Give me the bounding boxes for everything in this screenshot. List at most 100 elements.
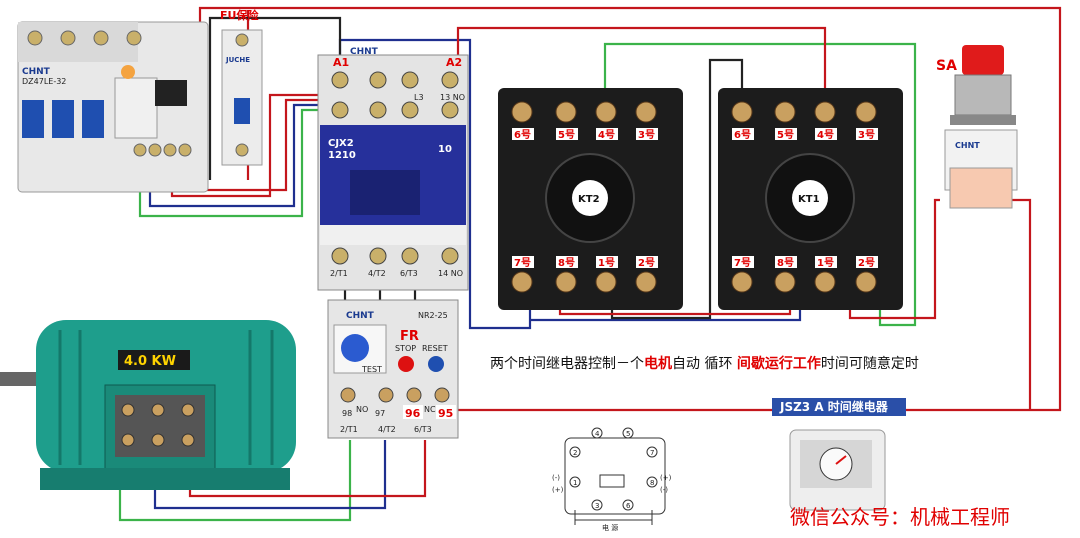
watermark: 微信公众号：机械工程师 [790,505,1010,529]
kt1-term-5: 5号 [777,129,794,141]
switch-label: SA [936,58,957,74]
kt2-term-5: 5号 [558,129,575,141]
breaker-brand: CHNT [22,67,51,77]
contactor-13no: 13 NO [440,93,465,102]
switch-brand: CHNT [955,141,980,150]
pin-side-2: (+) [552,486,564,494]
contactor-model-line2: 1210 [328,150,356,161]
fuse-breaker: JUCHE FU保险 [220,8,263,166]
kt2-term-6: 6号 [514,129,531,141]
overload-terminal-4t2: 4/T2 [378,425,396,434]
kt1-label: KT1 [798,194,820,205]
pin-side-4: (-) [660,486,668,494]
caption-part-4: 间歇运行工作 [737,355,821,372]
wire-dark-a2 [456,26,827,100]
caption-part-5: 时间可随意定时 [821,355,919,372]
pin-side-3: (+) [660,474,672,482]
timer-model-badge: JSZ3 A 时间继电器 [772,398,906,416]
overload-no: NO [356,405,368,414]
wires [118,6,1062,522]
kt1-term-1: 1号 [817,257,834,269]
timer-kt2: 6号 5号 4号 3号 7号 8号 1号 2号 KT2 [498,88,683,310]
overload-97: 97 [375,409,385,418]
selector-switch: SA CHNT [936,45,1018,209]
pin-6: 6 [626,502,631,510]
motor-power: 4.0 KW [124,354,176,369]
kt1-term-7: 7号 [734,257,751,269]
kt2-term-7: 7号 [514,257,531,269]
wire-dark-sw2 [848,198,940,320]
contactor: CHNT A1 A2 L3 13 NO CJX2 1210 10 2/T1 4/… [317,47,469,291]
caption-part-2: 电机 [644,355,672,372]
overload-98: 98 [342,409,352,418]
kt2-term-3: 3号 [638,129,655,141]
breaker-model: DZ47LE-32 [22,77,66,86]
contactor-10: 10 [438,144,452,155]
switch-knob[interactable] [962,45,1004,75]
overload-terminal-6t3: 6/T3 [414,425,432,434]
overload-reset-button[interactable] [428,356,444,372]
kt1-term-2: 2号 [858,257,875,269]
contactor-terminal-6t3: 6/T3 [400,269,418,278]
kt1-term-8: 8号 [777,257,794,269]
breaker-toggles[interactable] [22,100,104,138]
overload-fr: FR [400,329,419,344]
pin-2: 2 [573,449,577,457]
small-breaker-brand: JUCHE [225,56,250,64]
pin-7: 7 [650,449,654,457]
kt1-term-4: 4号 [817,129,834,141]
overload-terminal-2t1: 2/T1 [340,425,358,434]
caption: 两个时间继电器控制－个电机自动 循环 间歇运行工作时间可随意定时 [490,355,919,372]
overload-model: NR2-25 [418,311,448,320]
pin-numbers: 4 5 2 7 1 8 3 6 (-) (+) (+) (-) 电 源 [552,430,672,532]
overload-brand: CHNT [346,311,375,321]
fuse-label: FU保险 [220,8,259,22]
overload-95: 95 [438,407,453,420]
overload-stop-button[interactable] [398,356,414,372]
overload-nc: NC [424,405,436,414]
kt1-term-6: 6号 [734,129,751,141]
wire-green-timer [603,42,917,327]
caption-part-3: 自动 循环 [672,356,737,372]
contactor-a2: A2 [446,56,462,69]
contactor-terminal-14no: 14 NO [438,269,463,278]
pin-4: 4 [595,430,600,438]
kt2-label: KT2 [578,194,600,205]
kt2-term-8: 8号 [558,257,575,269]
contactor-model-line1: CJX2 [328,138,354,149]
kt2-term-4: 4号 [598,129,615,141]
overload-stop: STOP [395,344,416,353]
wire-dark-1 [208,16,342,180]
pin-5: 5 [626,430,630,438]
timer-kt1: 6号 5号 4号 3号 7号 8号 1号 2号 KT1 [718,88,903,310]
breaker-test-button[interactable] [155,80,187,106]
fuse-toggle[interactable] [234,98,250,124]
timer-model-text: JSZ3 A 时间继电器 [779,399,889,414]
pin-side-1: (-) [552,474,560,482]
overload-reset: RESET [422,344,448,353]
caption-part-1: 两个时间继电器控制－个 [490,356,644,372]
overload-test: TEST [361,365,382,374]
contactor-a1: A1 [333,56,349,69]
contactor-terminal-2t1: 2/T1 [330,269,348,278]
power-label: 电 源 [602,523,618,532]
pin-8: 8 [650,479,654,487]
kt2-term-2: 2号 [638,257,655,269]
jsz3-timer-device [789,429,886,511]
pin-3: 3 [595,502,599,510]
wire-green-1 [138,108,340,218]
kt2-term-1: 1号 [598,257,615,269]
pin-1: 1 [573,479,577,487]
contactor-brand: CHNT [350,47,379,57]
contactor-terminal-4t2: 4/T2 [368,269,386,278]
overload-relay: CHNT NR2-25 TEST FR STOP RESET 98 NO 97 … [327,299,459,439]
motor: 4.0 KW [0,320,296,490]
overload-dial[interactable] [341,334,369,362]
overload-96: 96 [405,407,421,420]
wire-dark-sw [1010,198,1032,410]
kt1-term-3: 3号 [858,129,875,141]
pin-diagram [564,427,666,525]
main-breaker: CHNT DZ47LE-32 [17,21,209,193]
contactor-l3: L3 [414,93,424,102]
